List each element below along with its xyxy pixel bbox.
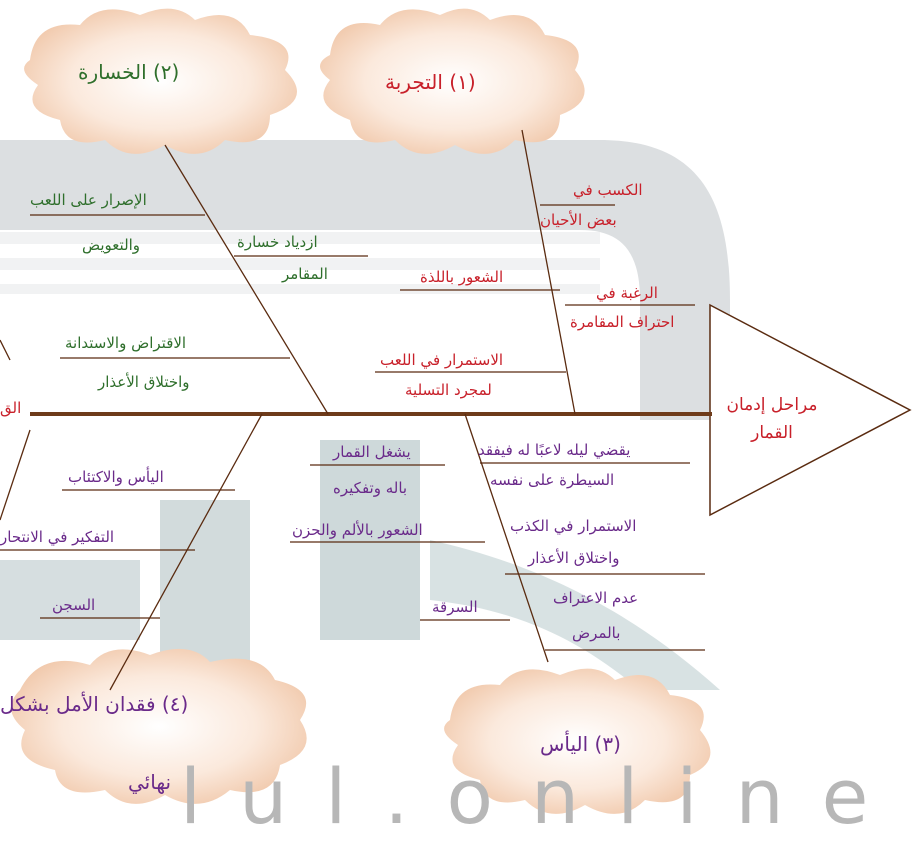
head-title-line1: مراحل إدمان	[726, 395, 818, 415]
bone-2-cause-1b: والتعويض	[82, 236, 141, 254]
bone-3-cause-1a: يقضي ليله لاعبًا له فيفقد	[478, 441, 631, 459]
bone-3-cause-5a: عدم الاعتراف	[553, 589, 639, 607]
bone-1-cause-4b: لمجرد التسلية	[405, 381, 492, 399]
bone-cut-off-label: الق	[0, 399, 22, 417]
bone-3-cause-2a: يشغل القمار	[333, 443, 411, 461]
cloud-stage-2	[24, 8, 297, 154]
cloud-stage-3	[444, 668, 711, 814]
bone-1-cause-3b: احتراف المقامرة	[570, 313, 675, 331]
watermark-shape	[0, 140, 730, 700]
bone-1-cause-1a: الكسب في	[573, 181, 643, 199]
bone-3-cause-4: الشعور بالألم والحزن	[292, 521, 423, 539]
bone-3-cause-6: السرقة	[432, 598, 478, 616]
cloud-stage-1	[320, 8, 585, 154]
stage-2-label: (٢) الخسارة	[78, 60, 180, 84]
stage-4-label-line1: (٤) فقدان الأمل بشكل	[0, 692, 189, 716]
bone-3-cause-3b: واختلاق الأعذار	[528, 549, 620, 567]
watermark-text: lul.online	[180, 752, 907, 841]
bone-4-cause-3: السجن	[52, 596, 96, 614]
head-title-line2: القمار	[751, 423, 793, 443]
head-triangle	[709, 303, 912, 517]
bone-2-cause-3a: الاقتراض والاستدانة	[65, 334, 187, 352]
bone-1-cause-3a: الرغبة في	[596, 284, 658, 302]
bone-1-cause-4a: الاستمرار في اللعب	[380, 351, 504, 369]
bone-2-cause-2a: ازدياد خسارة	[237, 233, 318, 251]
bone-2-cause-2b: المقامر	[282, 265, 328, 283]
bone-1-cause-1b: بعض الأحيان	[540, 211, 617, 229]
bone-3-cause-3a: الاستمرار في الكذب	[510, 517, 637, 535]
bone-3-cause-2b: باله وتفكيره	[333, 479, 408, 497]
bone-3-cause-1b: السيطرة على نفسه	[490, 471, 615, 489]
cloud-stage-4	[11, 648, 307, 804]
bone-4-cause-2: التفكير في الانتحار	[0, 528, 115, 546]
stage-4-label-line2: نهائي	[128, 770, 172, 794]
bone-2-cause-1a: الإصرار على اللعب	[30, 191, 147, 209]
bone-3-cause-5b: بالمرض	[572, 624, 621, 642]
bone-1-cause-2: الشعور باللذة	[420, 268, 504, 286]
stage-1-label: (١) التجربة	[385, 70, 476, 94]
bone-4-cause-1: اليأس والاكتئاب	[68, 468, 164, 486]
stage-3-label: (٣) اليأس	[540, 732, 621, 756]
bone-2-cause-3b: واختلاق الأعذار	[98, 373, 190, 391]
